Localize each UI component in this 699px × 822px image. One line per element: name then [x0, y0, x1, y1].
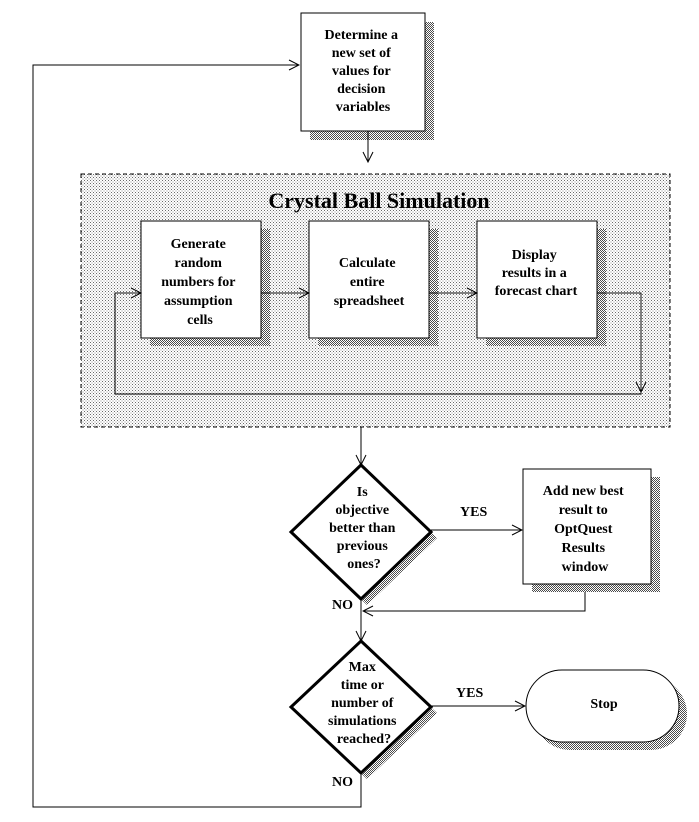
- determine-values-box: Determine a new set of values for decisi…: [300, 12, 434, 140]
- max-time-decision-text: Max time or number of simulations reache…: [328, 660, 400, 747]
- display-results-text: Display results in a forecast chart: [495, 248, 578, 299]
- max-no-loop-arrow: [32, 65, 362, 808]
- determine-values-text: Determine a new set of values for decisi…: [325, 28, 402, 115]
- add-best-result-box: Add new best result to OptQuest Results …: [522, 468, 660, 592]
- max-no-label: NO: [332, 775, 353, 790]
- max-time-decision: Max time or number of simulations reache…: [288, 638, 437, 779]
- sim-loop-line: [114, 293, 642, 395]
- simulation-title: Crystal Ball Simulation: [268, 188, 489, 213]
- stop-terminal: Stop: [525, 669, 687, 750]
- display-results-box: Display results in a forecast chart: [476, 220, 606, 346]
- max-yes-label: YES: [456, 686, 483, 701]
- objective-decision: Is objective better than previous ones?: [288, 462, 437, 605]
- calculate-spreadsheet-text: Calculate entire spreadsheet: [334, 256, 405, 309]
- sim-loop-corner-arrow: [635, 381, 647, 394]
- objective-yes-label: YES: [460, 505, 487, 520]
- stop-text: Stop: [590, 697, 617, 712]
- generate-random-text: Generate random numbers for assumption c…: [161, 237, 239, 328]
- calculate-spreadsheet-box: Calculate entire spreadsheet: [308, 220, 438, 346]
- objective-decision-text: Is objective better than previous ones?: [329, 485, 399, 572]
- add-best-return-arrow: [363, 592, 586, 611]
- objective-no-label: NO: [332, 598, 353, 613]
- generate-random-box: Generate random numbers for assumption c…: [140, 220, 270, 346]
- add-best-result-text: Add new best result to OptQuest Results …: [543, 484, 627, 575]
